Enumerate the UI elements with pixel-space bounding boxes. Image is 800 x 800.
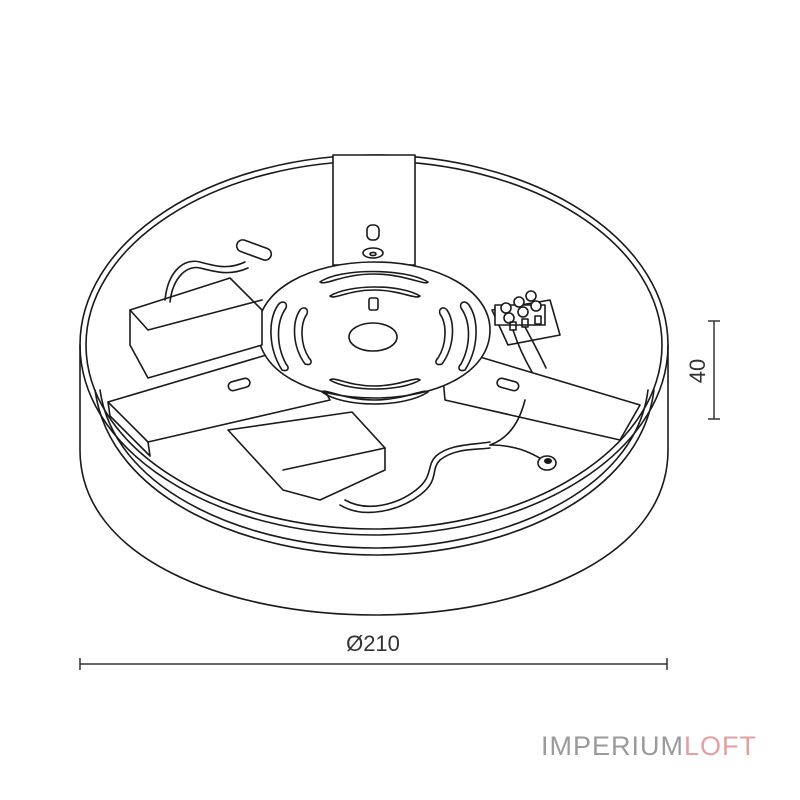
mounting-bracket: [107, 154, 641, 457]
brand-logo: IMPERIUMLOFT: [541, 731, 757, 762]
led-driver-box: [129, 277, 386, 501]
height-dimension-label: 40: [685, 358, 710, 384]
terminal-block: [491, 290, 561, 373]
logo-part-imperium: IMPERIUM: [541, 731, 684, 761]
diameter-dimension-label: Ø210: [346, 631, 400, 656]
wires: [164, 239, 557, 514]
dimension-lines: [79, 320, 720, 670]
logo-part-loft: LOFT: [684, 731, 758, 761]
